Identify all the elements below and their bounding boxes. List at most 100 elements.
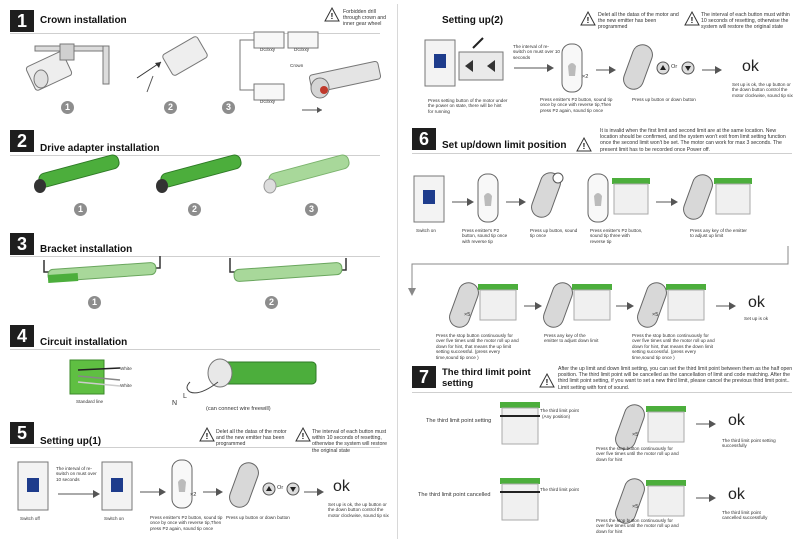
press-count: ×5: [632, 432, 639, 438]
crown-label: Crown: [290, 63, 304, 68]
warning-triangle-icon: !: [199, 426, 215, 442]
gear-label: DG/xxy: [260, 47, 276, 52]
or-label: Or: [671, 64, 678, 70]
section-title: Circuit installation: [40, 337, 128, 348]
step-instruction: Press the stop button continuously for o…: [436, 333, 519, 360]
warning-triangle-icon: !: [295, 426, 311, 442]
blind-illustration: [714, 178, 752, 215]
motor-head-illustration: [186, 358, 317, 394]
switch-off-illustration: [17, 461, 49, 511]
svg-text:!: !: [583, 142, 586, 151]
press-instruction: Press emitter's P2 button, sound tip onc…: [150, 515, 223, 531]
third-limit-label: The third limit point: [540, 487, 579, 492]
arrow-right-icon: [506, 198, 526, 206]
warning-text: After the up limit and down limit settin…: [558, 366, 793, 391]
remote-emitter-icon: [477, 173, 499, 223]
step-instruction: Press any key of the emitter to adjust u…: [690, 228, 747, 239]
up-button-icon: [656, 61, 670, 75]
section-rule: [10, 155, 380, 156]
bracket-tube-illustration: [229, 258, 347, 282]
step-circle: 1: [88, 296, 101, 309]
gear-label: DG/xxy: [260, 99, 276, 104]
press-count: ×2: [190, 492, 197, 498]
step-circle: 1: [61, 101, 74, 114]
wire-note: (can connect wire freewill): [206, 406, 271, 412]
section-number: 3: [10, 233, 34, 255]
down-button-icon: [681, 61, 695, 75]
arrow-right-icon: [140, 488, 166, 496]
step-circle: 3: [222, 101, 235, 114]
arrow-right-icon: [524, 302, 542, 310]
any-position-label: (Any position): [542, 414, 571, 419]
section-number: 2: [10, 130, 34, 152]
section-rule: [10, 256, 380, 257]
remote-control-icon: [449, 282, 479, 328]
blind-illustration: [666, 284, 706, 321]
crown-warning-text: Forbidden drill through crown and inner …: [343, 9, 386, 28]
svg-text:!: !: [546, 378, 549, 387]
step-circle: 1: [74, 203, 87, 216]
interval-note: The interval of re-switch on must over 1…: [56, 466, 97, 482]
section-number: 1: [10, 10, 34, 32]
arrow-right-icon: [702, 66, 722, 74]
or-label: Or: [277, 485, 284, 491]
arrow-right-icon: [696, 494, 716, 502]
row-label: The third limit point setting: [426, 418, 492, 424]
section-number: 5: [10, 422, 34, 444]
column-divider: [397, 4, 398, 539]
arrow-right-icon: [596, 66, 616, 74]
ok-note: The third limit point cancelled successf…: [722, 510, 768, 521]
setting-instruction: Press setting button of the motor under …: [428, 98, 508, 114]
step-instruction: Press emitter's P2 button, sound tip onc…: [462, 228, 508, 244]
svg-text:!: !: [331, 12, 334, 21]
press-instruction: Press the stop button continuously for o…: [596, 446, 679, 462]
press-instruction: Press emitter's P2 button, sound tip onc…: [540, 97, 613, 113]
arrow-right-icon: [304, 488, 324, 496]
switch-on-illustration: [101, 461, 133, 511]
step-circle: 2: [188, 203, 201, 216]
press-count: ×5: [632, 504, 639, 510]
ok-label: ok: [333, 478, 350, 495]
remote-control-icon: [623, 44, 653, 90]
section-title: Drive adapter installation: [40, 143, 160, 154]
row-label: The third limit point cancelled: [418, 492, 491, 498]
third-limit-label: The third limit point: [540, 408, 579, 413]
warning-text: Delet all the datas of the motor and the…: [598, 12, 679, 31]
section-number: 7: [412, 366, 436, 388]
remote-control-icon: [615, 478, 645, 524]
ok-note: The third limit point setting successful…: [722, 438, 776, 449]
warning-triangle-icon: !: [580, 10, 596, 26]
warning-triangle-icon: !: [576, 136, 592, 152]
step-circle: 2: [164, 101, 177, 114]
warning-text: The interval of each button must within …: [701, 12, 790, 31]
arrow-right-icon: [203, 488, 223, 496]
press-count: ×2: [582, 74, 589, 80]
switch-on-illustration: [413, 175, 445, 223]
section-title: The third limit point setting: [442, 367, 531, 389]
remote-emitter-icon: [561, 43, 583, 93]
press-count: ×5: [464, 312, 471, 318]
section-title: Setting up(2): [442, 15, 504, 26]
blind-illustration: [572, 284, 612, 321]
arrow-right-icon: [514, 64, 554, 72]
step-instruction: Press the stop button continuously for o…: [632, 333, 715, 360]
arrow-right-icon: [656, 198, 678, 206]
motor-setting-button-illustration: [424, 37, 504, 87]
press-count: ×5: [652, 312, 659, 318]
switch-on-label: Switch on: [416, 228, 436, 233]
remote-control-icon: [615, 404, 645, 450]
circuit-board-illustration: [69, 359, 121, 395]
arrow-right-icon: [452, 198, 474, 206]
flow-return-arrow: [408, 246, 789, 296]
step-instruction: Press up button, sound tip once: [530, 228, 578, 239]
ok-note: Set up is ok: [744, 316, 769, 321]
section-rule: [10, 33, 380, 34]
warning-text: It is invalid when the first limit and s…: [600, 128, 786, 153]
warning-text: The interval of each button must within …: [312, 429, 387, 454]
section-number: 6: [412, 128, 436, 150]
switch-off-label: Switch off: [20, 516, 40, 521]
up-button-icon: [262, 482, 276, 496]
ok-note: Set up is ok, the up button or the down …: [328, 502, 389, 518]
step-circle: 2: [265, 296, 278, 309]
ok-label: ok: [728, 412, 745, 429]
